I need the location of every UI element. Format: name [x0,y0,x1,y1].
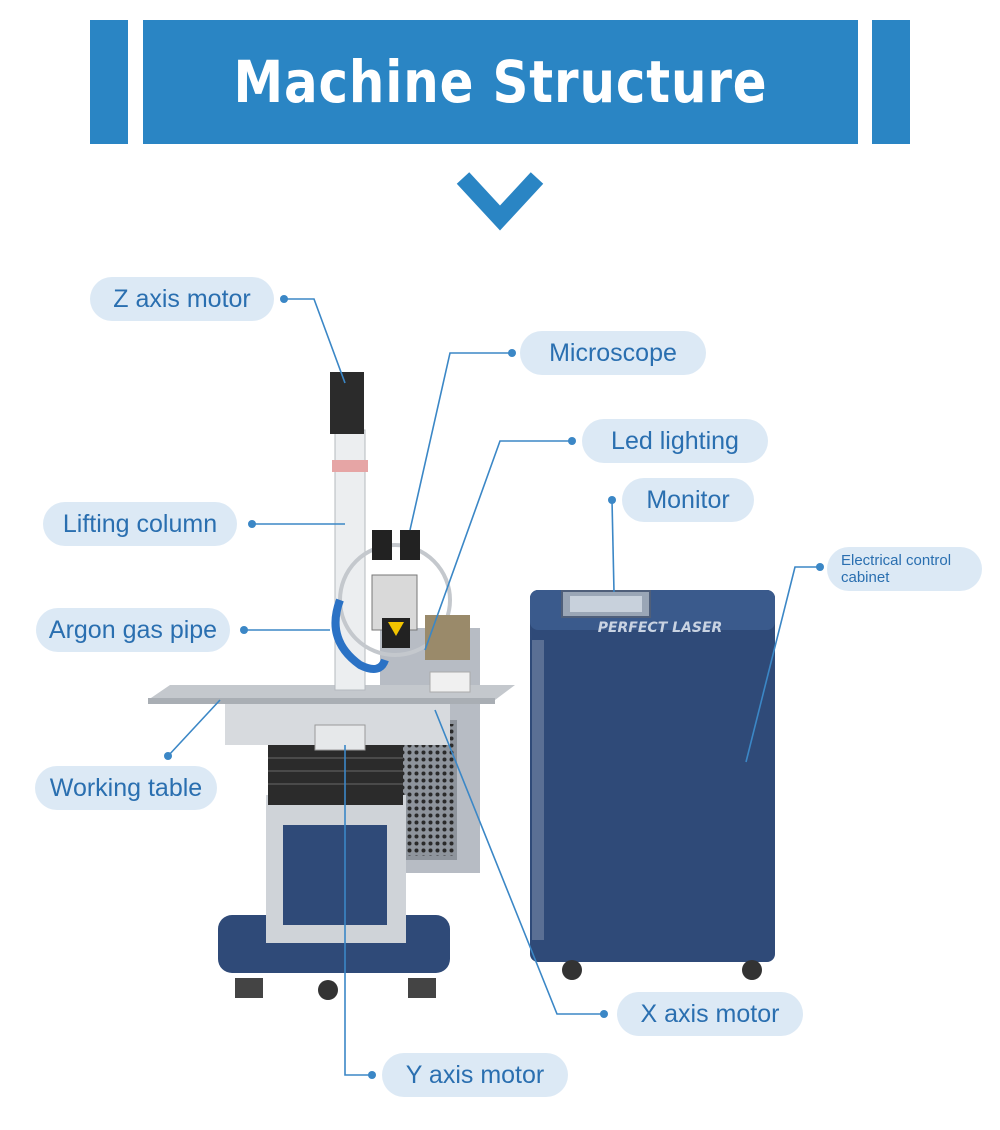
label-argon-gas-pipe: Argon gas pipe [36,608,230,652]
leader-electrical-cabinet [745,566,820,763]
label-led-lighting: Led lighting [582,419,768,463]
label-microscope: Microscope [520,331,706,375]
leader-z-axis-motor [284,298,346,384]
label-working-table: Working table [35,766,217,810]
banner-left-bar [90,20,128,144]
label-x-axis-motor: X axis motor [617,992,803,1036]
leader-monitor [611,499,615,593]
chevron-down-icon [456,172,544,231]
leader-working-table [167,699,221,757]
electrical-cabinet-shape: PERFECT LASER [530,590,775,980]
leader-x-axis-motor [434,709,604,1015]
banner-right-bar [872,20,910,144]
page-title: Machine Structure [233,48,768,116]
label-lifting-column: Lifting column [43,502,237,546]
machine-base-shape [218,745,450,1000]
label-y-axis-motor: Y axis motor [382,1053,568,1097]
label-z-axis-motor: Z axis motor [90,277,274,321]
header-banner: Machine Structure [143,20,858,144]
working-table-shape [148,685,515,751]
label-monitor: Monitor [622,478,754,522]
label-electrical-control-cabinet: Electrical control cabinet [827,547,982,591]
leader-led-lighting [424,440,572,651]
cabinet-brand-text: PERFECT LASER [598,620,723,636]
laser-head-shape [331,530,471,693]
leader-y-axis-motor [344,745,372,1076]
leader-microscope [409,352,512,531]
